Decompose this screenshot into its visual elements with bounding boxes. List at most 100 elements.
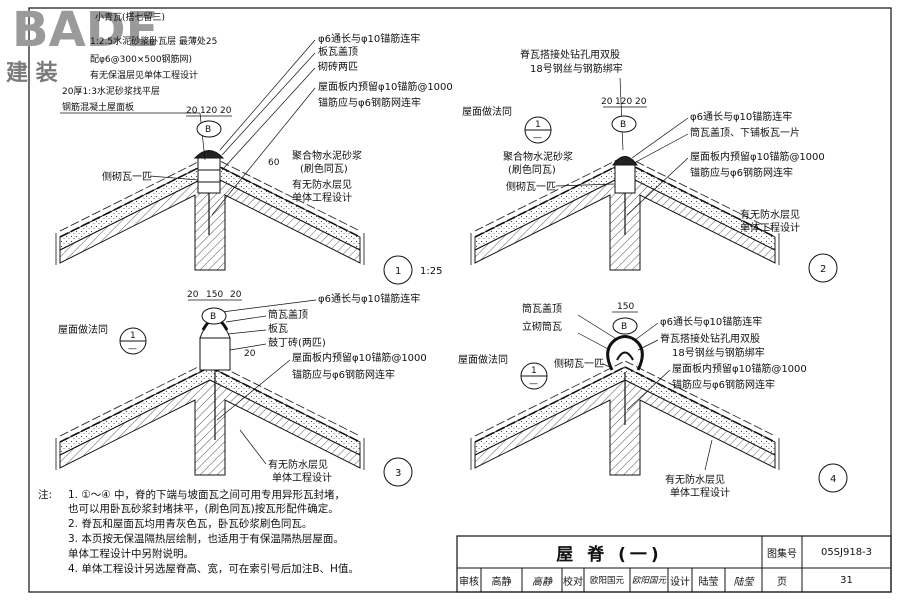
d2-label-side-tile: 侧砌瓦一匹 [506, 180, 556, 193]
sheet-title: 屋 脊 (一) [556, 544, 663, 565]
d2-ref-den: — [533, 133, 542, 143]
designer-signature: 陆莹 [733, 576, 754, 588]
d2-ref-num: 1 [535, 120, 541, 130]
d4-label-cap: 筒瓦盖顶 [522, 302, 562, 315]
d1-label-side-tile: 侧砌瓦一匹 [102, 170, 152, 183]
d3-label-rebar: φ6通长与φ10锚筋连牢 [318, 292, 420, 305]
d3-label-anchor: 屋面板内预留φ10锚筋@1000 [292, 351, 427, 364]
d1-label-waterproof-2: 单体工程设计 [292, 191, 352, 204]
d1-label-mesh: 配φ6@300×500钢筋网) [90, 53, 192, 65]
d1-label-brick: 砌砖两匹 [318, 60, 358, 73]
note-line-2: 也可以用卧瓦砂浆封堵抹平，(刷色同瓦)按瓦形配件确定。 [68, 503, 339, 515]
d2-label-mortar-color: (刷色同瓦) [508, 163, 556, 176]
d1-label-anchor-connect: 锚筋应与φ6钢筋网连牢 [318, 96, 421, 109]
proofer-signature: 欧阳国元 [631, 576, 666, 586]
d3-dim-right: 20 [230, 290, 242, 300]
d3-ref-num: 1 [130, 331, 136, 341]
d2-dim-mid: 120 [615, 97, 632, 107]
note-line-3: 2. 脊瓦和屋面瓦均用青灰色瓦，卧瓦砂浆刷色同瓦。 [68, 518, 313, 530]
watermark-brand: BADE [12, 2, 158, 58]
d1-number: 1 [395, 266, 401, 277]
detail-3: φ6通长与φ10锚筋连牢 筒瓦盖顶 板瓦 鼓丁砖(两匹) 屋面板内预留φ10锚筋… [55, 290, 427, 487]
atlas-number: 05SJ918-3 [820, 546, 873, 558]
d4-label-side-tile: 侧砌瓦一匹 [554, 357, 604, 370]
d3-number: 3 [395, 468, 401, 479]
note-line-6: 4. 单体工程设计另选屋脊高、宽，可在索引号后加注B、H值。 [68, 563, 359, 575]
d2-label-drill-2: 18号钢丝与钢筋绑牢 [530, 62, 623, 75]
d1-label-mortar-layer: 1:2.5水泥砂浆卧瓦层 最薄处25 [90, 35, 217, 47]
page-label: 页 [777, 576, 787, 588]
d1-label-slab: 钢筋混凝土屋面板 [62, 101, 134, 113]
d2-label-polymer-mortar: 聚合物水泥砂浆 [503, 150, 573, 163]
d4-label-rebar: φ6通长与φ10锚筋连牢 [660, 315, 762, 328]
check-label: 审核 [459, 576, 479, 588]
d4-label-drill-1: 脊瓦搭接处钻孔用双股 [660, 332, 760, 345]
detail-1: 小青瓦(搭七留三) 1:2.5水泥砂浆卧瓦层 最薄处25 配φ6@300×500… [55, 11, 453, 285]
d3-ref-den: — [128, 344, 137, 354]
notes-heading: 注: [38, 489, 53, 501]
d4-number: 4 [830, 474, 836, 485]
d2-label-rebar: φ6通长与φ10锚筋连牢 [690, 110, 792, 123]
note-line-5: 单体工程设计中另附说明。 [68, 548, 194, 560]
d4-ref-den: — [529, 379, 538, 389]
note-line-1: 1. ①～④ 中，脊的下端与坡面瓦之间可用专用异形瓦封堵， [68, 489, 346, 501]
design-label: 设计 [670, 576, 690, 588]
detail-4: 筒瓦盖顶 立砌筒瓦 φ6通长与φ10锚筋连牢 脊瓦搭接处钻孔用双股 18号钢丝与… [458, 302, 848, 499]
d3-label-same-as: 屋面做法同 [58, 323, 108, 336]
d4-label-drill-2: 18号钢丝与钢筋绑牢 [672, 346, 765, 359]
d2-label-anchor-connect: 锚筋应与φ6钢筋网连牢 [690, 166, 793, 179]
d3-label-waterproof-2: 单体工程设计 [272, 471, 332, 484]
d3-dim-mid: 150 [206, 290, 223, 300]
note-line-4: 3. 本页按无保温隔热层绘制，也适用于有保温隔热层屋面。 [68, 533, 344, 545]
checker-signature: 高静 [532, 576, 552, 588]
d2-label-same-as: 屋面做法同 [462, 105, 512, 118]
d2-dim-left: 20 [601, 97, 613, 107]
d1-label-waterproof-1: 有无防水层见 [292, 178, 352, 191]
watermark-sub: 建 装 [6, 61, 58, 86]
d1-label-insulation: 有无保温层见单体工程设计 [90, 69, 198, 81]
d1-label-mortar-color: (刷色同瓦) [300, 162, 348, 175]
d1-dim-right: 20 [220, 106, 232, 116]
d2-label-anchor: 屋面板内预留φ10锚筋@1000 [690, 150, 825, 163]
d1-label-screed: 20厚1:3水泥砂浆找平层 [62, 85, 160, 97]
d2-label-waterproof-1: 有无防水层见 [740, 208, 800, 221]
d1-scale: 1:25 [420, 266, 442, 277]
d1-label-anchor: 屋面板内预留φ10锚筋@1000 [318, 80, 453, 93]
d3-dim-left: 20 [187, 290, 199, 300]
d4-label-anchor-connect: 锚筋应与φ6钢筋网连牢 [672, 378, 775, 391]
atlas-label: 图集号 [767, 548, 797, 560]
d4-label-upright: 立砌筒瓦 [522, 320, 562, 333]
d3-label-plate-tile: 板瓦 [268, 322, 288, 335]
d3-label-waterproof-1: 有无防水层见 [268, 458, 328, 471]
d4-b-mark: B [621, 322, 627, 332]
d2-label-drill-1: 脊瓦搭接处钻孔用双股 [520, 48, 620, 61]
d4-label-anchor: 屋面板内预留φ10锚筋@1000 [672, 362, 807, 375]
d4-ref-num: 1 [531, 366, 537, 376]
d4-dim: 150 [617, 302, 634, 312]
d1-label-small-tile: 小青瓦(搭七留三) [95, 11, 165, 23]
title-block [456, 535, 892, 593]
d2-number: 2 [820, 264, 826, 275]
d1-label-rebar: φ6通长与φ10锚筋连牢 [318, 32, 420, 45]
d1-dim-height: 60 [268, 158, 280, 168]
d1-label-cap-tile: 板瓦盖顶 [318, 45, 358, 58]
proof-label: 校对 [563, 576, 583, 588]
d2-b-mark: B [620, 120, 626, 130]
d4-label-same-as: 屋面做法同 [458, 353, 508, 366]
d3-label-cap: 筒瓦盖顶 [268, 308, 308, 321]
d3-dim-height: 20 [244, 349, 256, 359]
designer-name: 陆莹 [698, 576, 719, 588]
d1-dim-mid: 120 [200, 106, 217, 116]
d2-label-waterproof-2: 单体工程设计 [740, 221, 800, 234]
checker-name: 高静 [491, 576, 512, 588]
d3-label-anchor-connect: 锚筋应与φ6钢筋网连牢 [292, 368, 395, 381]
d1-dim-left: 20 [186, 106, 198, 116]
d1-b-mark: B [205, 125, 211, 135]
d3-label-brick: 鼓丁砖(两匹) [268, 336, 326, 349]
proofer-name: 欧阳国元 [589, 576, 624, 586]
d3-b-mark: B [210, 312, 216, 322]
d1-label-polymer-mortar: 聚合物水泥砂浆 [292, 149, 362, 162]
d4-label-waterproof-1: 有无防水层见 [665, 473, 725, 486]
page-number: 31 [840, 574, 853, 586]
